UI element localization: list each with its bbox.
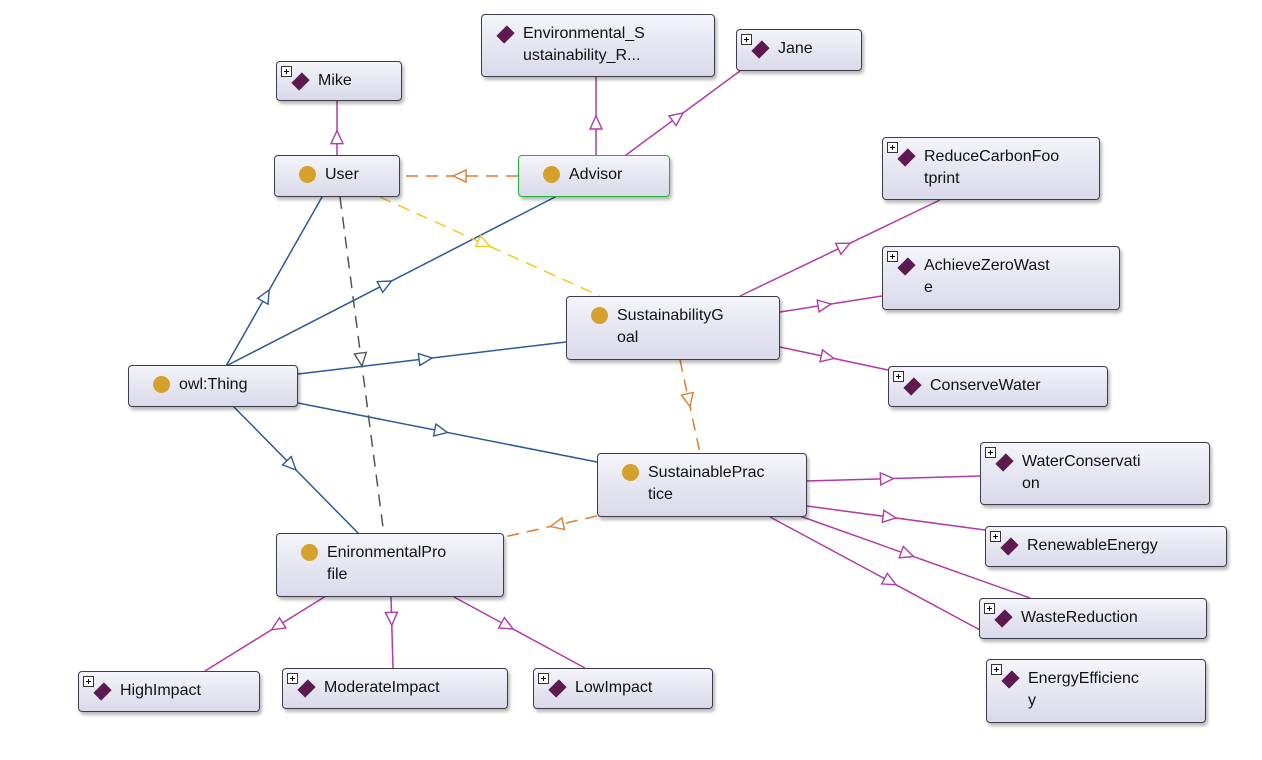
expand-icon[interactable] bbox=[281, 66, 292, 77]
class-dot-icon bbox=[622, 464, 639, 481]
arrowhead-icon bbox=[680, 391, 695, 409]
edge-goal-subclass bbox=[297, 341, 567, 375]
individual-conserve-water[interactable]: ConserveWater bbox=[888, 366, 1108, 407]
expand-icon[interactable] bbox=[538, 673, 549, 684]
individual-diamond-icon bbox=[291, 72, 310, 91]
arrowhead-icon bbox=[256, 288, 271, 306]
arrowhead-icon bbox=[819, 348, 836, 363]
arrowhead-icon bbox=[898, 545, 916, 559]
edge-practice-profile bbox=[503, 515, 598, 538]
edge-user-profile bbox=[339, 196, 385, 536]
arrowhead-icon bbox=[270, 616, 287, 631]
edge-advisor-user bbox=[400, 168, 518, 184]
individual-low-impact[interactable]: LowImpact bbox=[533, 668, 713, 709]
edge-jane-type bbox=[625, 70, 741, 156]
expand-icon[interactable] bbox=[893, 371, 904, 382]
expand-icon[interactable] bbox=[887, 251, 898, 262]
individual-achieve-zero-waste[interactable]: AchieveZeroWast e bbox=[882, 246, 1120, 310]
expand-icon[interactable] bbox=[83, 676, 94, 687]
arrowhead-icon bbox=[667, 112, 685, 127]
individual-renewable-energy[interactable]: RenewableEnergy bbox=[985, 526, 1227, 567]
individual-waste-reduction[interactable]: WasteReduction bbox=[979, 598, 1207, 639]
edge-goal-practice bbox=[679, 359, 701, 454]
arrowhead-icon bbox=[497, 616, 515, 630]
arrowhead-icon bbox=[376, 280, 393, 294]
edge-energy-eff-type bbox=[769, 516, 981, 631]
arrowhead-icon bbox=[834, 242, 852, 256]
individual-diamond-icon bbox=[496, 25, 515, 44]
edge-env-type bbox=[588, 77, 604, 155]
expand-icon[interactable] bbox=[741, 34, 752, 45]
arrowhead-icon bbox=[451, 168, 467, 184]
edge-reduce-type bbox=[739, 199, 941, 297]
individual-mike[interactable]: Mike bbox=[276, 61, 402, 101]
arrowhead-icon bbox=[384, 611, 399, 628]
arrowhead-icon bbox=[588, 114, 604, 130]
class-dot-icon bbox=[543, 166, 560, 183]
individual-diamond-icon bbox=[994, 609, 1013, 628]
class-dot-icon bbox=[301, 544, 318, 561]
arrowhead-icon bbox=[329, 129, 345, 145]
arrowhead-icon bbox=[474, 234, 492, 248]
arrowhead-icon bbox=[432, 422, 450, 437]
individual-diamond-icon bbox=[897, 257, 916, 276]
expand-icon[interactable] bbox=[991, 664, 1002, 675]
edge-profile-subclass bbox=[231, 404, 361, 536]
individual-diamond-icon bbox=[297, 679, 316, 698]
edge-user-subclass bbox=[225, 196, 323, 367]
arrowhead-icon bbox=[881, 509, 898, 524]
edge-low-impact-type bbox=[453, 596, 586, 669]
edge-advisor-subclass bbox=[225, 195, 558, 367]
edge-practice-subclass bbox=[297, 402, 598, 463]
class-owl-thing[interactable]: owl:Thing bbox=[128, 365, 298, 407]
individual-diamond-icon bbox=[751, 40, 770, 59]
class-dot-icon bbox=[299, 166, 316, 183]
class-environmental-profile[interactable]: EnironmentalPro file bbox=[276, 533, 504, 597]
edge-mike-type bbox=[329, 101, 345, 155]
class-dot-icon bbox=[153, 376, 170, 393]
expand-icon[interactable] bbox=[984, 603, 995, 614]
individual-diamond-icon bbox=[903, 377, 922, 396]
class-dot-icon bbox=[591, 307, 608, 324]
arrowhead-icon bbox=[880, 572, 898, 586]
individual-jane[interactable]: Jane bbox=[736, 29, 862, 71]
edge-waste-red-type bbox=[796, 514, 1031, 599]
expand-icon[interactable] bbox=[990, 531, 1001, 542]
arrowhead-icon bbox=[353, 351, 368, 368]
class-sustainability-goal[interactable]: SustainabilityG oal bbox=[566, 296, 780, 360]
expand-icon[interactable] bbox=[287, 673, 298, 684]
class-sustainable-practice[interactable]: SustainablePrac tice bbox=[597, 453, 807, 517]
individual-water-conservation[interactable]: WaterConservati on bbox=[980, 442, 1210, 505]
arrowhead-icon bbox=[548, 516, 566, 531]
individual-diamond-icon bbox=[897, 148, 916, 167]
individual-reduce-carbon-footprint[interactable]: ReduceCarbonFoo tprint bbox=[882, 137, 1100, 200]
class-advisor[interactable]: Advisor bbox=[518, 155, 670, 197]
class-user[interactable]: User bbox=[274, 155, 400, 197]
edge-renewable-type bbox=[806, 505, 986, 531]
expand-icon[interactable] bbox=[887, 142, 898, 153]
arrowhead-icon bbox=[879, 471, 896, 487]
individual-diamond-icon bbox=[1000, 537, 1019, 556]
individual-environmental-sustainability[interactable]: Environmental_S ustainability_R... bbox=[481, 14, 715, 77]
expand-icon[interactable] bbox=[985, 447, 996, 458]
edge-zero-waste-type bbox=[779, 295, 883, 314]
individual-moderate-impact[interactable]: ModerateImpact bbox=[282, 668, 508, 709]
individual-energy-efficiency[interactable]: EnergyEfficienc y bbox=[986, 659, 1206, 723]
edge-water-cons-type bbox=[806, 471, 981, 487]
individual-diamond-icon bbox=[93, 682, 112, 701]
individual-diamond-icon bbox=[1001, 670, 1020, 689]
edge-high-impact-type bbox=[204, 595, 327, 672]
arrowhead-icon bbox=[281, 455, 298, 472]
edge-moderate-impact-type bbox=[384, 596, 399, 669]
arrowhead-icon bbox=[417, 352, 434, 367]
arrowhead-icon bbox=[816, 299, 833, 314]
individual-diamond-icon bbox=[548, 679, 567, 698]
edge-user-goal bbox=[379, 196, 601, 297]
edge-conserve-type bbox=[779, 346, 889, 371]
individual-diamond-icon bbox=[995, 453, 1014, 472]
individual-high-impact[interactable]: HighImpact bbox=[78, 671, 260, 712]
